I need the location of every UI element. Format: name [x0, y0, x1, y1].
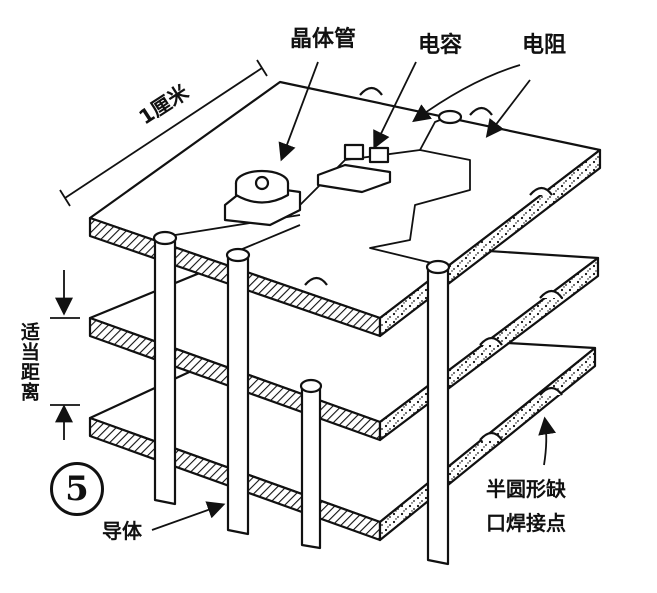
label-transistor: 晶体管	[290, 27, 357, 52]
label-capacitor: 电容	[418, 33, 463, 58]
label-spacing: 适当距离	[17, 322, 40, 402]
label-solder-joint-line1: 半圆形缺	[486, 477, 566, 501]
figure-number-badge: 5	[50, 462, 104, 516]
transistor-component	[223, 169, 302, 227]
dimension-spacing	[50, 270, 80, 440]
conductor-rods	[152, 230, 451, 566]
label-resistor: 电阻	[522, 33, 567, 58]
dimension-1cm	[59, 59, 268, 207]
capacitor-component	[316, 143, 392, 194]
label-solder-joint-line2: 口焊接点	[486, 511, 566, 535]
label-conductor: 导体	[102, 519, 142, 543]
resistor-component	[437, 109, 463, 125]
leader-arrows	[151, 61, 557, 531]
